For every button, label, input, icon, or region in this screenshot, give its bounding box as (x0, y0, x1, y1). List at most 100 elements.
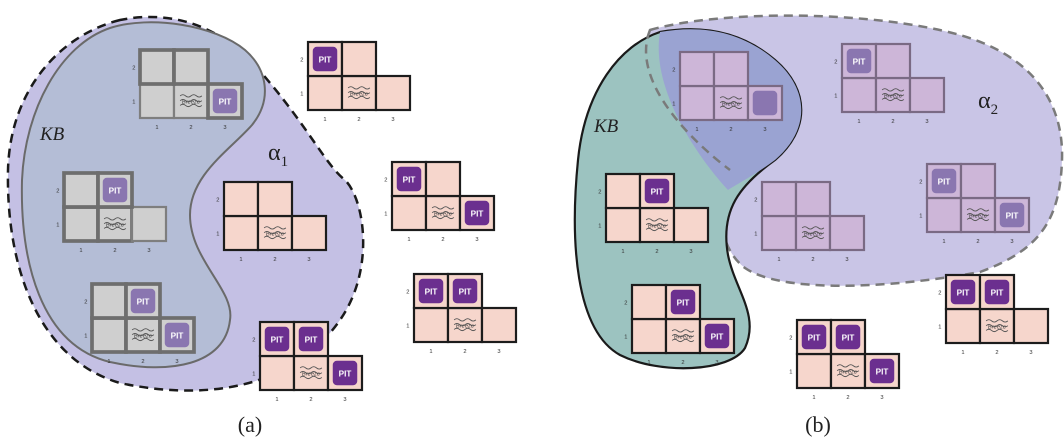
x-tick: 2 (309, 397, 312, 403)
x-tick: 3 (1010, 239, 1013, 245)
pit-label: PIT (1006, 211, 1019, 220)
y-tick: 1 (252, 372, 255, 378)
panel-a: KB α1 BreezePIT12312BreezePIT12312Breeze… (8, 17, 516, 437)
x-tick: 1 (275, 397, 278, 403)
panel-b-caption: (b) (805, 412, 831, 437)
x-tick: 3 (343, 397, 346, 403)
x-tick: 3 (497, 349, 500, 355)
x-tick: 3 (391, 117, 394, 123)
alpha1-subscript: 1 (281, 154, 289, 170)
x-tick: 3 (223, 125, 226, 131)
pit-label: PIT (651, 187, 664, 196)
breeze-label: Breeze (266, 232, 284, 238)
pit-label: PIT (425, 287, 438, 296)
pit-label: PIT (271, 335, 284, 344)
pit-label: PIT (711, 332, 724, 341)
x-tick: 1 (239, 257, 242, 263)
pit-label: PIT (459, 287, 472, 296)
pit-label: PIT (403, 175, 416, 184)
grid-cell (376, 76, 410, 110)
y-tick: 2 (624, 301, 627, 307)
pit-label: PIT (319, 55, 332, 64)
breeze-label: Breeze (884, 94, 902, 100)
x-tick: 1 (79, 248, 82, 254)
y-tick: 1 (754, 232, 757, 238)
breeze-label: Breeze (988, 325, 1006, 331)
grid-cell (680, 52, 714, 86)
grid-cell (92, 318, 126, 352)
grid-cell (674, 208, 708, 242)
y-tick: 2 (300, 58, 303, 64)
grid-cell (961, 164, 995, 198)
y-tick: 1 (624, 335, 627, 341)
breeze-label: Breeze (134, 334, 152, 340)
x-tick: 3 (147, 248, 150, 254)
wumpus-grid: BreezePITPIT12312 (406, 274, 516, 355)
grid-cell (64, 173, 98, 207)
grid-cell (482, 308, 516, 342)
breeze-label: Breeze (302, 372, 320, 378)
x-tick: 1 (647, 360, 650, 366)
y-tick: 1 (384, 212, 387, 218)
grid-cell (260, 356, 294, 390)
pit-label: PIT (339, 369, 352, 378)
x-tick: 1 (777, 257, 780, 263)
grid-cell (64, 207, 98, 241)
y-tick: 1 (216, 232, 219, 238)
grid-cell (224, 216, 258, 250)
grid-cell (292, 216, 326, 250)
x-tick: 1 (961, 350, 964, 356)
y-tick: 1 (834, 94, 837, 100)
x-tick: 3 (1029, 350, 1032, 356)
x-tick: 2 (463, 349, 466, 355)
grid-cell (140, 84, 174, 118)
y-tick: 1 (132, 100, 135, 106)
grid-cell (140, 50, 174, 84)
x-tick: 3 (925, 119, 928, 125)
grid-cell (606, 208, 640, 242)
grid-cell (927, 198, 961, 232)
grid-cell (632, 285, 666, 319)
x-tick: 2 (441, 237, 444, 243)
grid-cell (842, 78, 876, 112)
y-tick: 2 (216, 198, 219, 204)
x-tick: 1 (812, 395, 815, 401)
x-tick: 1 (155, 125, 158, 131)
y-tick: 2 (252, 338, 255, 344)
pit-label: PIT (137, 297, 150, 306)
grid-cell (132, 207, 166, 241)
pit-label: PIT (677, 298, 690, 307)
grid-cell (426, 162, 460, 196)
x-tick: 2 (273, 257, 276, 263)
breeze-label: Breeze (434, 212, 452, 218)
breeze-label: Breeze (674, 335, 692, 341)
grid-cell (946, 309, 980, 343)
x-tick: 3 (307, 257, 310, 263)
grid-cell (258, 182, 292, 216)
grid-cell (342, 42, 376, 76)
y-tick: 2 (754, 198, 757, 204)
y-tick: 1 (406, 324, 409, 330)
grid-cell (762, 182, 796, 216)
y-tick: 2 (132, 66, 135, 72)
kb-label-b: KB (593, 116, 619, 137)
pit-label: PIT (109, 186, 122, 195)
y-tick: 1 (56, 223, 59, 229)
pit-label: PIT (853, 57, 866, 66)
breeze-label: Breeze (350, 92, 368, 98)
pit-marker (753, 91, 777, 115)
y-tick: 1 (919, 214, 922, 220)
breeze-label: Breeze (648, 224, 666, 230)
x-tick: 2 (846, 395, 849, 401)
kb-label-a: KB (39, 124, 65, 145)
x-tick: 2 (189, 125, 192, 131)
x-tick: 3 (475, 237, 478, 243)
x-tick: 2 (655, 249, 658, 255)
y-tick: 2 (598, 190, 601, 196)
grid-cell (1014, 309, 1048, 343)
grid-cell (632, 319, 666, 353)
x-tick: 2 (995, 350, 998, 356)
y-tick: 2 (834, 60, 837, 66)
x-tick: 3 (689, 249, 692, 255)
